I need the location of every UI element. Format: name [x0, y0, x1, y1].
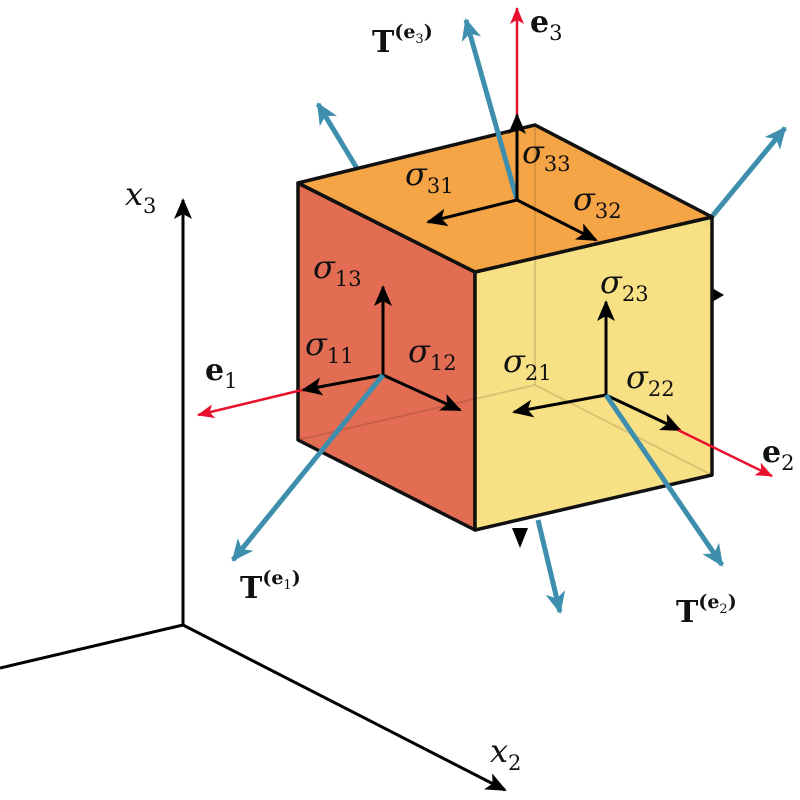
e3-label: e3: [530, 5, 562, 45]
traction-e1-arrow: [231, 373, 385, 562]
traction-e2-arrow: [603, 393, 725, 567]
sigma33-label: σ33: [522, 133, 571, 176]
sigma31-arrow: [426, 198, 518, 227]
coordinate-axes: [0, 198, 507, 792]
e1-arrow: [197, 388, 303, 419]
cube-face-e3: [296, 123, 714, 274]
traction-arrow-back: [315, 102, 361, 172]
traction-e2-label: T(e2): [676, 591, 737, 630]
x2-axis: [182, 623, 507, 792]
sigma32-label: σ32: [573, 180, 622, 223]
sigma21-label: σ21: [503, 342, 552, 385]
sigma21-arrow: [512, 393, 607, 418]
sigma12-arrow: [382, 373, 462, 412]
back-traction-arrows: [315, 102, 787, 614]
sigma22-label: σ22: [626, 358, 675, 401]
e2-arrow: [677, 428, 773, 478]
traction-e1-label: T(e1): [240, 567, 301, 606]
x1-axis: [0, 623, 184, 670]
cube: [296, 123, 714, 532]
traction-arrow-back: [535, 519, 566, 614]
stress-arrows-face-3: [426, 113, 598, 242]
sigma23-label: σ23: [600, 263, 649, 306]
e1-label: e1: [205, 353, 237, 393]
sigma11-arrow: [301, 373, 384, 396]
hidden-arrowhead: [512, 528, 528, 548]
x3-label: x3: [125, 175, 156, 218]
hidden-arrowhead: [712, 288, 724, 302]
x2-label: x2: [490, 732, 521, 775]
traction-e3-arrow: [461, 18, 520, 201]
sigma22-arrow: [605, 393, 682, 432]
e2-label: e2: [762, 435, 794, 475]
stress-arrows-face-1: [301, 285, 462, 412]
sigma12-label: σ12: [408, 332, 457, 375]
sigma31-label: σ31: [405, 155, 454, 198]
traction-arrow-back: [703, 126, 787, 227]
sigma11-label: σ11: [305, 325, 354, 368]
traction-e3-label: T(e3): [372, 21, 433, 60]
sigma32-arrow: [516, 198, 598, 242]
hidden-edges: [297, 125, 713, 476]
sigma13-label: σ13: [313, 248, 362, 291]
stress-arrows-face-2: [512, 300, 682, 432]
